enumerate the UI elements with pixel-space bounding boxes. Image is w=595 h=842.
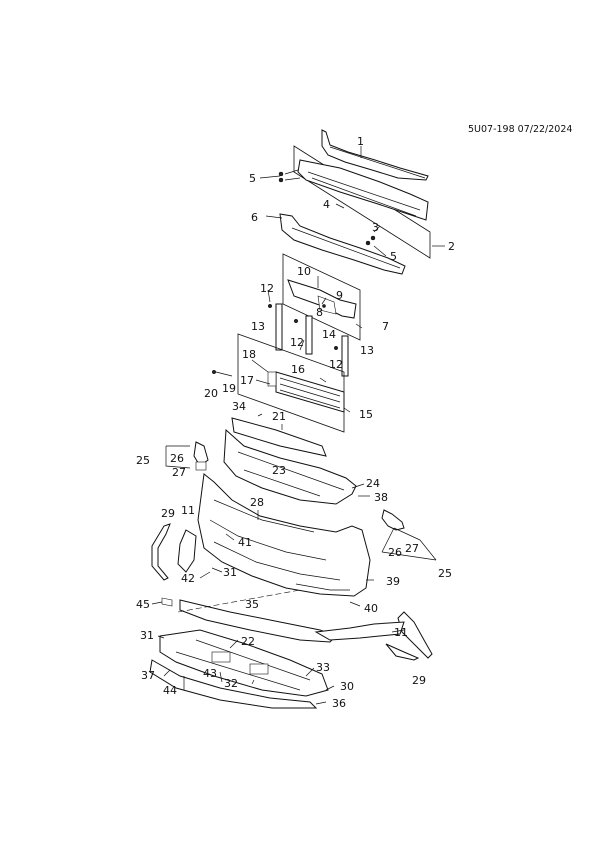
callout-37: 37 [141,669,155,682]
callout-15: 15 [359,408,373,421]
callout-12c: 12 [329,358,343,371]
callout-9: 9 [336,289,343,302]
callout-25a: 25 [136,454,150,467]
part-upper-trim [321,129,429,181]
callout-22: 22 [241,635,255,648]
part-clip [161,597,173,607]
callout-31a: 31 [223,566,237,579]
callout-29b: 29 [412,674,426,687]
callout-13a: 13 [251,320,265,333]
callout-38: 38 [374,491,388,504]
callout-4: 4 [323,198,330,211]
callout-32: 32 [224,677,238,690]
callout-labels: 1 2 3 4 5 5 6 7 8 9 10 12 12 12 13 13 14… [136,135,455,710]
callout-25b: 25 [438,567,452,580]
callout-12b: 12 [290,336,304,349]
callout-1: 1 [357,135,364,148]
box-grille-shutter-group [211,333,345,433]
callout-40: 40 [364,602,378,615]
part-lower-spoiler [149,659,318,709]
callout-3: 3 [372,221,379,234]
part-upper-grille [223,413,357,505]
callout-26b: 26 [388,546,402,559]
callout-39: 39 [386,575,400,588]
callout-30: 30 [340,680,354,693]
part-support-posts [267,303,349,377]
callout-31b: 31 [140,629,154,642]
callout-11b: 11 [394,626,408,639]
callout-28: 28 [250,496,264,509]
callout-45: 45 [136,598,150,611]
callout-10: 10 [297,265,311,278]
callout-2: 2 [448,240,455,253]
callout-17: 17 [240,374,254,387]
leader-lines [151,146,445,705]
callout-14: 14 [322,328,336,341]
box-beam-group [278,145,431,259]
callout-24: 24 [366,477,380,490]
callout-7: 7 [382,320,389,333]
callout-11a: 11 [181,504,195,517]
callout-27b: 27 [405,542,419,555]
callout-6: 6 [251,211,258,224]
part-lower-lip [177,589,405,643]
callout-5a: 5 [249,172,256,185]
callout-18: 18 [242,348,256,361]
part-left-trim [151,523,171,581]
document-code: 5U07-198 07/22/2024 [468,124,573,135]
callout-5b: 5 [390,250,397,263]
callout-34: 34 [232,400,246,413]
callout-23: 23 [272,464,286,477]
part-under-shield [159,629,329,697]
callout-36: 36 [332,697,346,710]
callout-42: 42 [181,572,195,585]
part-left-brackets [165,441,209,471]
callout-33: 33 [316,661,330,674]
callout-20: 20 [204,387,218,400]
box-bracket-group [282,253,361,341]
part-absorber [265,213,406,275]
part-left-insert [177,529,197,573]
part-bumper-cover [197,473,371,597]
callout-8: 8 [316,306,323,319]
callout-21: 21 [272,410,286,423]
callout-26a: 26 [170,452,184,465]
callout-13b: 13 [360,344,374,357]
callout-29a: 29 [161,507,175,520]
callout-12a: 12 [260,282,274,295]
callout-19: 19 [222,382,236,395]
callout-41: 41 [238,536,252,549]
callout-27a: 27 [172,466,186,479]
callout-44: 44 [163,684,177,697]
callout-35: 35 [245,598,259,611]
callout-16: 16 [291,363,305,376]
callout-43: 43 [203,667,217,680]
